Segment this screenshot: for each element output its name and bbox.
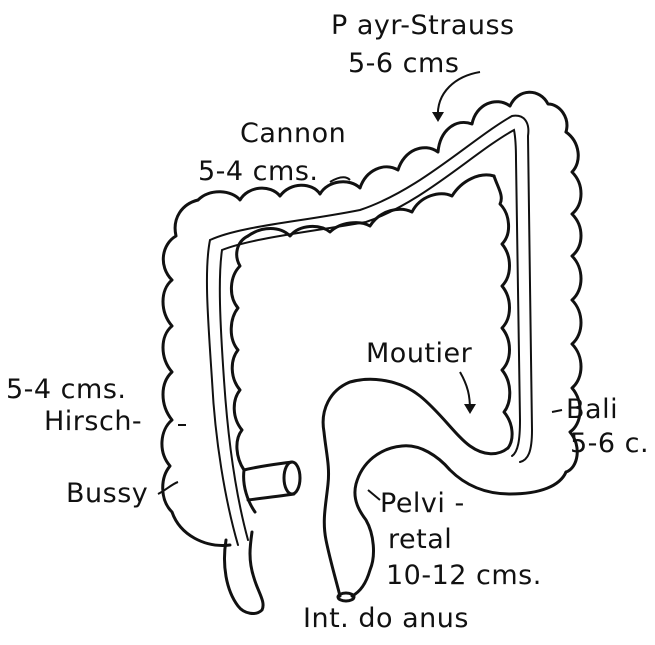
label-cannon: Cannon: [240, 120, 346, 147]
label-pelvirectal-1: Pelvi -: [380, 490, 465, 517]
moutier-arrowhead: [464, 404, 476, 414]
label-moutier: Moutier: [366, 340, 472, 367]
label-payr-strauss: P ayr-Strauss: [331, 12, 515, 39]
bali-pointer: [552, 410, 562, 412]
descending-colon-inner-wall: [494, 176, 512, 448]
label-bali-length: 5-6 c.: [570, 430, 649, 457]
label-bali: Bali: [566, 396, 618, 423]
pelvirectal-pointer: [368, 490, 380, 500]
ileum-opening: [284, 462, 300, 494]
label-bussy: Bussy: [66, 480, 148, 507]
inner-tube-line-2: [220, 130, 520, 540]
label-pelvirectal-2: retal: [388, 526, 452, 553]
ascending-colon-outer-wall: [162, 200, 230, 545]
label-pelvirectal-length: 10-12 cms.: [386, 562, 542, 589]
label-hirsch-length: 5-4 cms.: [6, 376, 126, 403]
label-cannon-length: 5-4 cms.: [198, 158, 318, 185]
payr-strauss-arrowhead: [432, 112, 444, 122]
label-anus: Int. do anus: [303, 605, 469, 632]
bussy-pointer: [158, 482, 178, 494]
label-payr-strauss-length: 5-6 cms: [348, 50, 459, 77]
label-hirsch: Hirsch-: [44, 408, 142, 435]
